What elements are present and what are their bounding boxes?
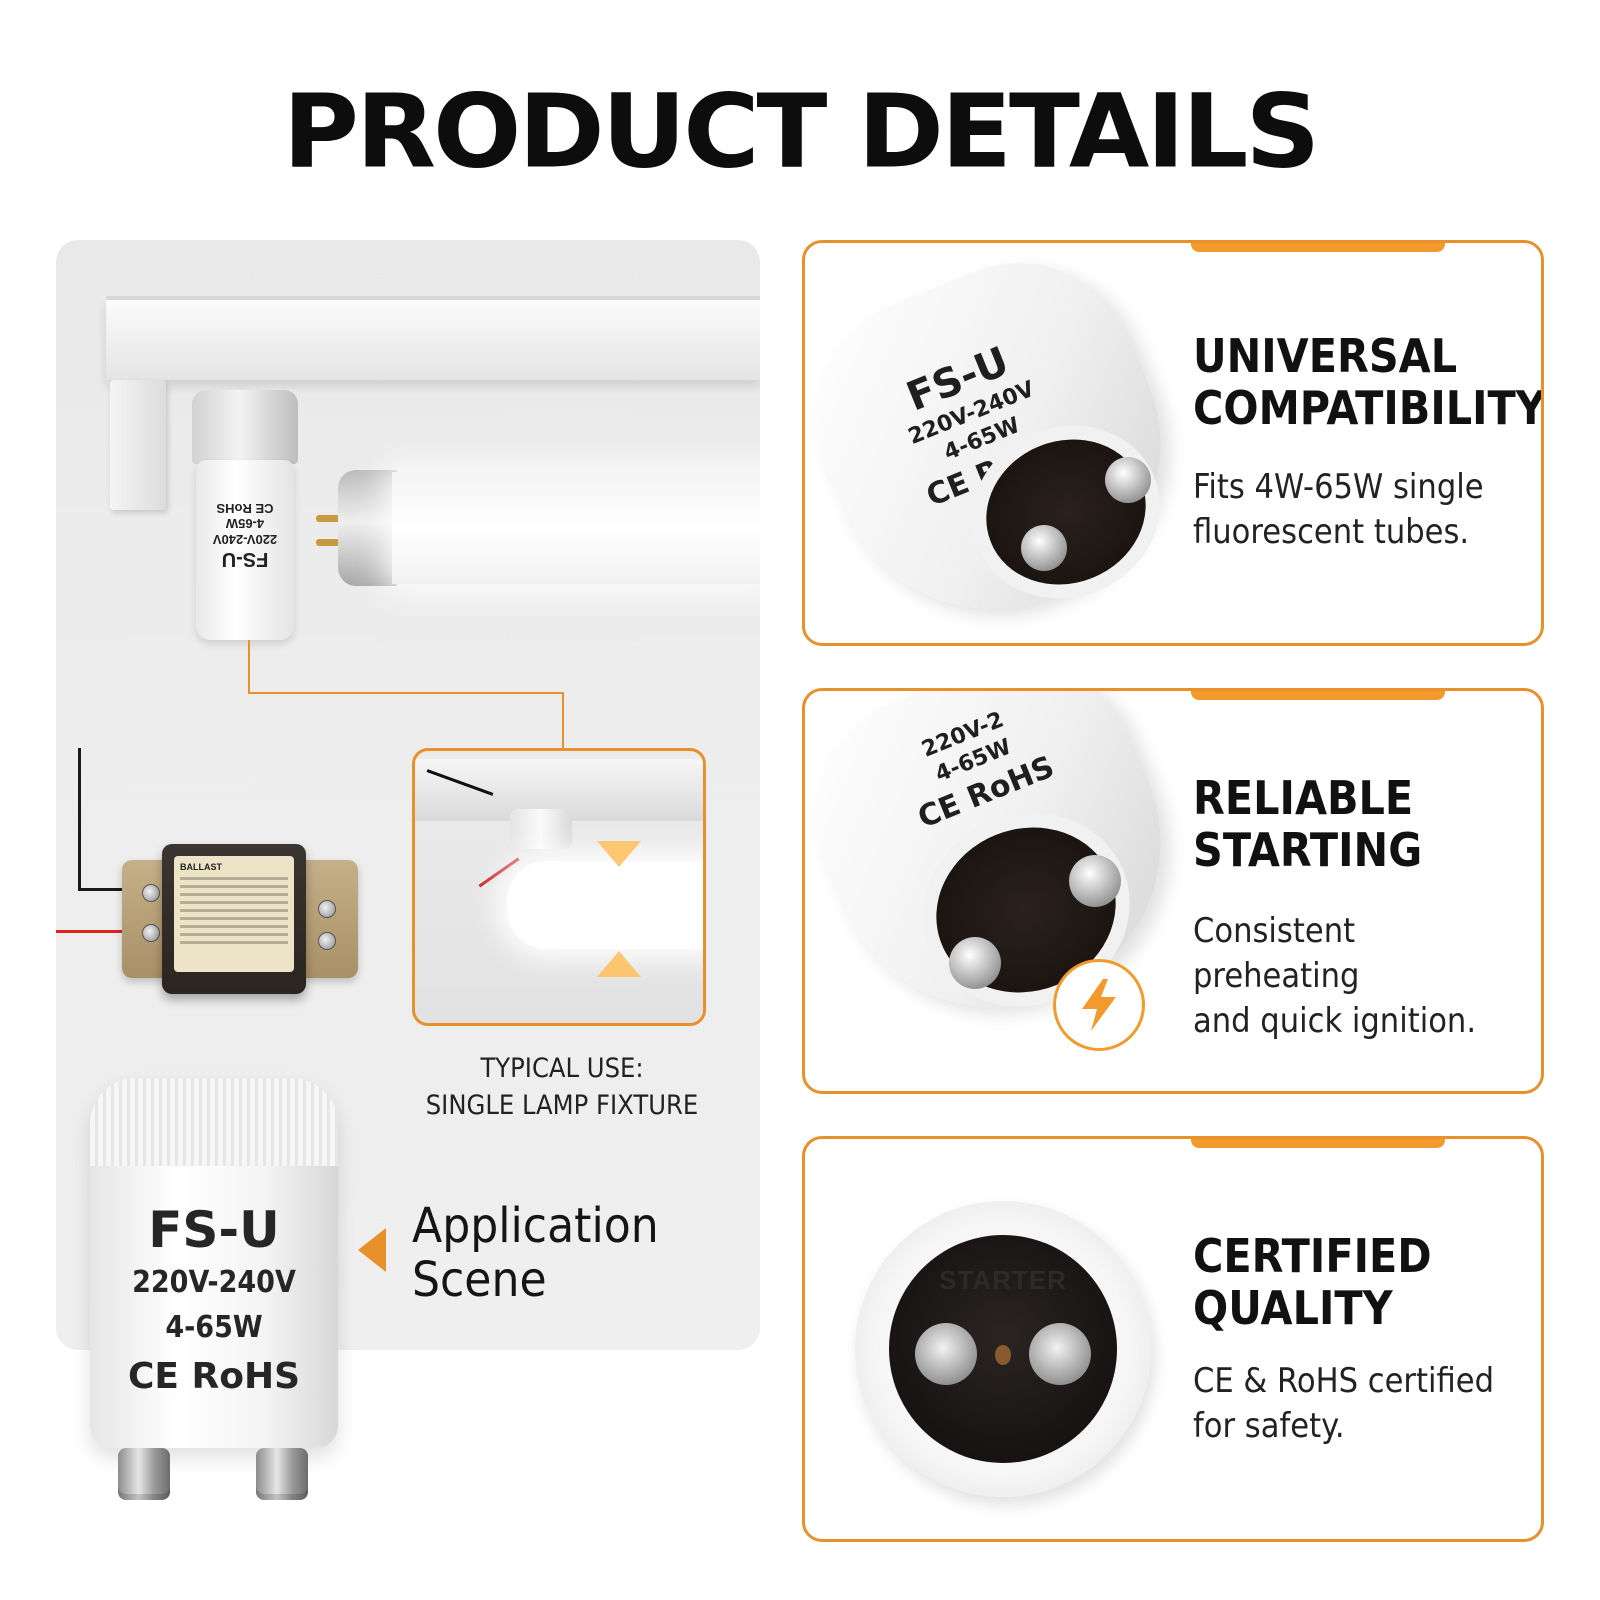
starter-wattage: 4-65W: [165, 1310, 263, 1345]
description-line: fluorescent tubes.: [1193, 511, 1470, 552]
installed-starter-wattage: 4-65W: [225, 516, 265, 532]
callout-line: [248, 640, 250, 694]
callout-line: [562, 692, 564, 754]
inset-starter: [510, 809, 572, 849]
installed-starter-print: FS-U 220V-240V 4-65W CE RoHS: [196, 500, 294, 571]
starter-socket: [192, 390, 298, 464]
arrow-left-icon: [358, 1228, 386, 1272]
starter-certs: CE RoHS: [127, 1356, 301, 1397]
feature-heading: RELIABLE STARTING: [1193, 771, 1423, 877]
ballast: BALLAST: [162, 844, 306, 994]
lightning-bolt-icon: [1082, 979, 1116, 1031]
starter-pin: [118, 1448, 170, 1500]
installed-starter-voltage: 220V-240V: [212, 531, 278, 547]
starter-pin: [1021, 525, 1067, 571]
starter-end-photo: STARTER: [821, 1153, 1181, 1525]
starter-embossed-mark: STARTER: [939, 1265, 1067, 1295]
typical-use-caption: TYPICAL USE: SINGLE LAMP FIXTURE: [418, 1050, 706, 1125]
scene-label-line: Application: [412, 1198, 659, 1254]
starter-model: FS-U: [148, 1201, 280, 1259]
feature-heading: CERTIFIED QUALITY: [1193, 1229, 1432, 1335]
fluorescent-tube-endcap: [338, 470, 398, 586]
starter-angled-photo: FS-U 220V-240V 4-65W CE RoHS: [805, 243, 1209, 643]
description-line: and quick ignition.: [1193, 1000, 1477, 1041]
heading-line: UNIVERSAL: [1193, 329, 1458, 383]
installed-starter: FS-U 220V-240V 4-65W CE RoHS: [196, 460, 294, 640]
ballast-fine-print: [180, 877, 288, 944]
screw-terminal: [318, 932, 336, 950]
tube-pins: [316, 495, 340, 565]
heading-line: STARTING: [1193, 822, 1423, 877]
screw-terminal: [142, 924, 160, 942]
screw-terminal: [318, 900, 336, 918]
card-accent-tab: [1191, 691, 1445, 700]
starter-pin: [949, 937, 1001, 989]
ballast-label-title: BALLAST: [180, 862, 222, 872]
feature-card-starting: 220V-2 4-65W CE RoHS RELIABLE STARTING C…: [802, 688, 1544, 1094]
feature-card-certified: STARTER CERTIFIED QUALITY CE & RoHS cert…: [802, 1136, 1544, 1542]
card-accent-tab: [1191, 1139, 1445, 1148]
glow-ray: [597, 951, 641, 977]
starter-base: STARTER: [889, 1235, 1117, 1463]
starter-pin: [915, 1323, 977, 1385]
lightning-bolt-badge: [1053, 959, 1145, 1051]
feature-description: Consistent preheating and quick ignition…: [1193, 909, 1506, 1044]
starter-pin: [1029, 1323, 1091, 1385]
description-line: for safety.: [1193, 1405, 1345, 1446]
callout-line: [248, 692, 564, 694]
caption-line: SINGLE LAMP FIXTURE: [425, 1090, 699, 1122]
ballast-label: BALLAST: [174, 856, 294, 972]
starter-print: FS-U 220V-240V 4-65W CE RoHS: [90, 1200, 338, 1404]
heading-line: COMPATIBILITY: [1193, 380, 1544, 435]
red-wire: [56, 930, 168, 933]
black-wire: [78, 748, 81, 888]
description-line: Consistent preheating: [1193, 911, 1360, 996]
feature-heading: UNIVERSAL COMPATIBILITY: [1193, 329, 1544, 435]
installed-starter-model: FS-U: [221, 547, 269, 570]
heading-line: QUALITY: [1193, 1280, 1393, 1335]
glow-ray: [597, 841, 641, 867]
page-title: PRODUCT DETAILS: [282, 71, 1321, 191]
feature-description: Fits 4W-65W single fluorescent tubes.: [1193, 465, 1484, 555]
scene-label-line: Scene: [412, 1251, 547, 1308]
feature-description: CE & RoHS certified for safety.: [1193, 1359, 1494, 1449]
heading-line: CERTIFIED: [1193, 1229, 1432, 1283]
starter-pin: [1105, 457, 1151, 503]
card-accent-tab: [1191, 243, 1445, 252]
starter-angled-photo: 220V-2 4-65W CE RoHS: [805, 691, 1209, 1077]
heading-line: RELIABLE: [1193, 771, 1414, 825]
starter-voltage: 220V-240V: [132, 1265, 296, 1300]
starter-pin: [256, 1448, 308, 1500]
starter-vent-hole: [995, 1345, 1011, 1365]
light-fixture-rail: [106, 300, 760, 380]
installed-starter-certs: CE RoHS: [216, 500, 274, 516]
starter-end-view: STARTER: [855, 1201, 1151, 1497]
starter-product-front: FS-U 220V-240V 4-65W CE RoHS: [90, 1078, 338, 1448]
screw-terminal: [142, 884, 160, 902]
starter-ribbed-cap: [90, 1078, 338, 1166]
description-line: Fits 4W-65W single: [1193, 467, 1484, 507]
application-scene-label: Application Scene: [412, 1198, 659, 1308]
fluorescent-tube: [392, 472, 760, 584]
feature-card-compatibility: FS-U 220V-240V 4-65W CE RoHS UNIVERSAL C…: [802, 240, 1544, 646]
inset-lit-tube: [507, 861, 703, 949]
lamp-holder-bracket: [110, 380, 166, 510]
starter-pin: [1069, 855, 1121, 907]
caption-line: TYPICAL USE:: [480, 1053, 644, 1084]
fixture-inset: [412, 748, 706, 1026]
description-line: CE & RoHS certified: [1193, 1361, 1495, 1401]
